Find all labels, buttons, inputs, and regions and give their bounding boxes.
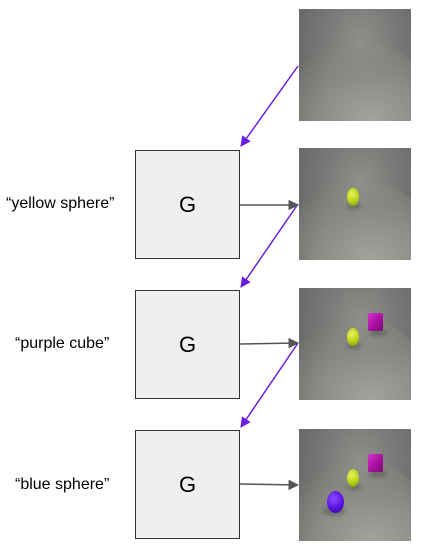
feedback-arrow-2 (240, 203, 299, 288)
yellow-sphere-object (347, 469, 359, 487)
scene-image-2 (299, 288, 411, 400)
purple-cube-object (368, 313, 383, 331)
output-arrow-3 (239, 479, 300, 491)
scene-image-1 (299, 148, 411, 260)
purple-cube-object (368, 454, 383, 472)
yellow-sphere-object (347, 188, 359, 206)
output-arrow-2 (239, 337, 300, 349)
prompt-label-2: “purple cube” (15, 335, 110, 352)
scene-image-3 (299, 429, 411, 541)
feedback-arrow-3 (240, 342, 299, 428)
generator-letter: G (178, 191, 197, 217)
yellow-sphere-object (347, 328, 359, 346)
prompt-label-1: “yellow sphere” (6, 195, 115, 212)
blue-sphere-object (327, 491, 344, 513)
generator-letter: G (178, 471, 197, 497)
generator-letter: G (178, 331, 197, 357)
empty-scene-image (299, 9, 411, 121)
generator-box-2: G (135, 290, 240, 399)
generator-box-1: G (135, 150, 240, 259)
feedback-arrow-1 (240, 65, 299, 147)
prompt-label-3: “blue sphere” (15, 476, 110, 493)
generator-box-3: G (135, 430, 240, 539)
